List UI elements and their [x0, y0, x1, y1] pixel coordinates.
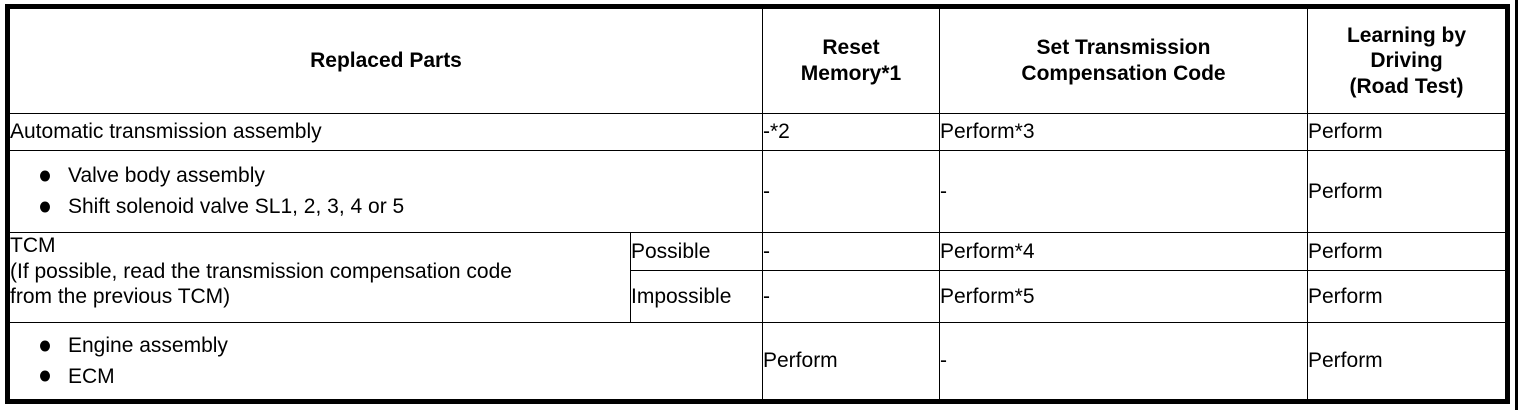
bullet-list: Engine assembly ECM	[10, 327, 762, 395]
row-automatic-transmission-assembly-reset-memory: -*2	[762, 113, 940, 151]
row-automatic-transmission-assembly-part: Automatic transmission assembly	[7, 113, 763, 151]
table-row: Engine assembly ECM Perform - Perform	[7, 322, 1508, 402]
row-valve-body-and-solenoid-part: Valve body assembly Shift solenoid valve…	[7, 150, 763, 233]
list-item: Shift solenoid valve SL1, 2, 3, 4 or 5	[40, 193, 762, 221]
row-tcm-impossible-learning: Perform	[1307, 270, 1508, 323]
row-engine-and-ecm-part: Engine assembly ECM	[7, 322, 763, 402]
row-engine-and-ecm-set-code: -	[939, 322, 1308, 402]
row-tcm-part: TCM (If possible, read the transmission …	[7, 232, 631, 323]
list-item: Engine assembly	[40, 332, 762, 360]
replaced-parts-procedure-table: Replaced Parts Reset Memory*1 Set Transm…	[5, 4, 1510, 404]
row-tcm-possible-condition: Possible	[630, 232, 763, 271]
bullet-icon	[40, 370, 50, 382]
row-engine-and-ecm-learning: Perform	[1307, 322, 1508, 402]
bullet-list: Valve body assembly Shift solenoid valve…	[10, 157, 762, 225]
row-valve-body-and-solenoid-reset-memory: -	[762, 150, 940, 233]
table-row: TCM (If possible, read the transmission …	[7, 232, 1508, 323]
bullet-icon	[40, 170, 50, 182]
row-tcm-possible-set-code: Perform*4	[939, 232, 1308, 271]
list-item: Valve body assembly	[40, 162, 762, 190]
row-engine-and-ecm-reset-memory: Perform	[762, 322, 940, 402]
row-tcm-possible-learning: Perform	[1307, 232, 1508, 271]
row-tcm-impossible-reset-memory: -	[762, 270, 940, 323]
header-replaced-parts: Replaced Parts	[7, 6, 763, 114]
row-tcm-impossible-set-code: Perform*5	[939, 270, 1308, 323]
row-valve-body-and-solenoid-set-code: -	[939, 150, 1308, 233]
bullet-icon	[40, 201, 50, 213]
list-item: ECM	[40, 363, 762, 391]
table-row: Valve body assembly Shift solenoid valve…	[7, 150, 1508, 233]
header-learning-by-driving: Learning by Driving (Road Test)	[1307, 6, 1508, 114]
header-reset-memory: Reset Memory*1	[762, 6, 940, 114]
row-valve-body-and-solenoid-learning: Perform	[1307, 150, 1508, 233]
table-row: Impossible - Perform*5 Perform	[8, 270, 1508, 323]
row-tcm-possible-reset-memory: -	[762, 232, 940, 271]
bullet-icon	[40, 340, 50, 352]
table-header-row: Replaced Parts Reset Memory*1 Set Transm…	[7, 6, 1508, 114]
page-edge-rule	[1515, 0, 1518, 410]
row-tcm-impossible-condition: Impossible	[630, 270, 763, 323]
header-set-transmission-compensation-code: Set Transmission Compensation Code	[939, 6, 1308, 114]
row-automatic-transmission-assembly-set-code: Perform*3	[939, 113, 1308, 151]
row-automatic-transmission-assembly-learning: Perform	[1307, 113, 1508, 151]
table-row: Automatic transmission assembly -*2 Perf…	[7, 113, 1508, 151]
